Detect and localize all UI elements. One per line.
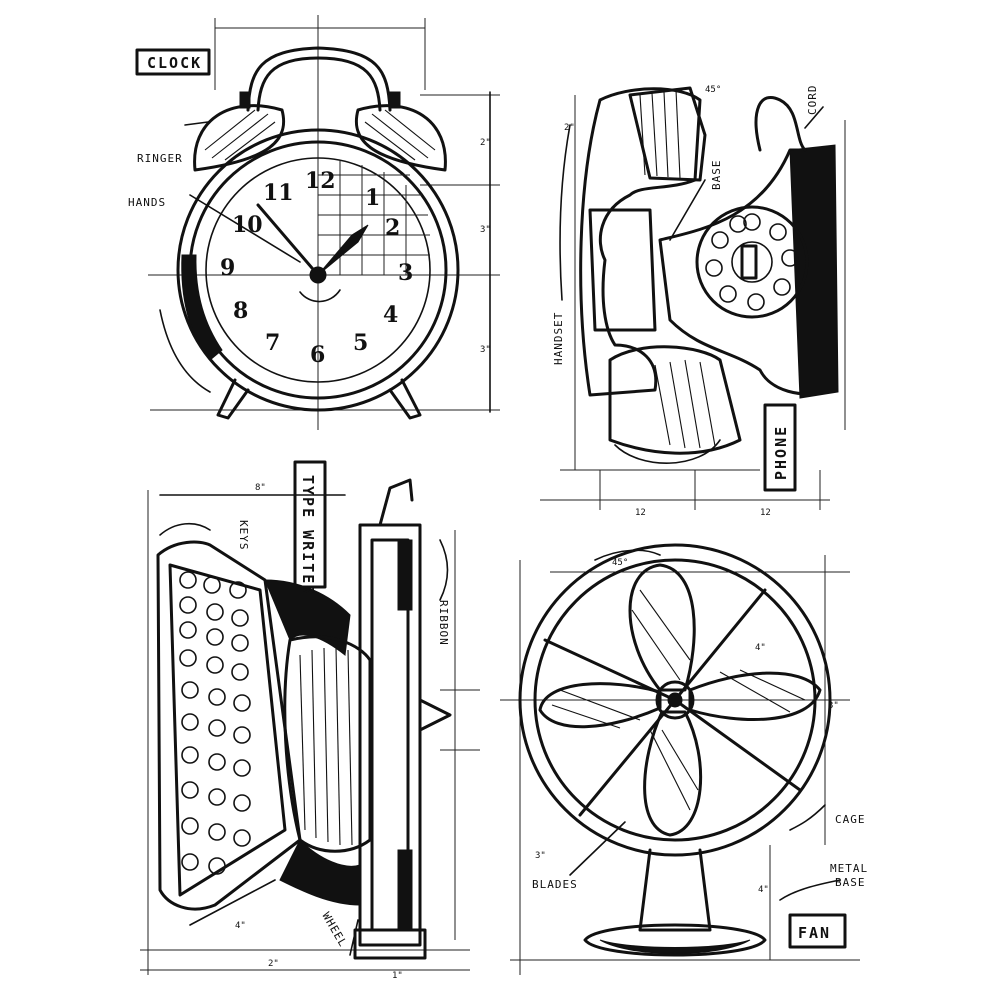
fan-dimension-3: 3" [535, 851, 546, 861]
typewriter-label-ribbon: RIBBON [437, 600, 450, 646]
fan-title-box [788, 913, 847, 949]
clock-label-hands: HANDS [128, 196, 166, 209]
fan-label-blades: BLADES [532, 878, 578, 891]
typewriter-dimension-3: 2" [268, 959, 279, 969]
typewriter-dimension-1: 8" [255, 483, 266, 493]
clock-title-box [135, 48, 211, 76]
phone-dimension-2: 12 [635, 508, 646, 518]
typewriter-dimension-4: 1" [392, 971, 403, 981]
clock-numeral-10: 10 [232, 212, 263, 238]
phone-label-handset: HANDSET [552, 312, 565, 365]
clock-label-ringer: RINGER [137, 152, 183, 165]
clock-numeral-7: 7 [265, 330, 280, 356]
fan-angle: 45° [612, 558, 628, 568]
phone-angle: 45° [705, 85, 721, 95]
typewriter-title: TYPE WRITER [299, 475, 317, 596]
clock-dimension-2: 3" [480, 225, 491, 235]
phone-title-box [763, 403, 797, 492]
clock-title: CLOCK [147, 54, 202, 72]
clock-numeral-9: 9 [220, 255, 235, 281]
fan-title: FAN [798, 924, 831, 942]
clock-sketch: 12 1 2 3 4 5 6 7 8 9 10 11 CLOCK RINGER … [128, 15, 500, 430]
clock-numeral-11: 11 [263, 180, 294, 206]
typewriter-label-wheel: WHEEL [319, 910, 349, 950]
fan-label-metal: METAL [830, 862, 868, 875]
fan-label-base: BASE [835, 876, 866, 889]
fan-sketch: FAN CAGE METAL BASE BLADES 45° 4" 4" 3" … [500, 543, 868, 975]
typewriter-sketch: TYPE WRITER KEYS RIBBON WHEEL 8" 4" 2" 1… [140, 460, 480, 981]
fan-dimension-2: 4" [758, 885, 769, 895]
typewriter-dimension-2: 4" [235, 921, 246, 931]
fan-label-cage: CAGE [835, 813, 866, 826]
phone-title: PHONE [772, 425, 790, 480]
phone-dimension-3: 12 [760, 508, 771, 518]
clock-numeral-5: 5 [353, 330, 368, 356]
clock-numeral-3: 3 [398, 260, 413, 286]
typewriter-title-box [293, 460, 327, 589]
clock-dimension-1: 2" [480, 138, 491, 148]
clock-numeral-8: 8 [233, 298, 248, 324]
phone-sketch: PHONE BASE CORD HANDSET 45° 2" 12 12 [540, 85, 846, 518]
clock-numeral-4: 4 [383, 302, 398, 328]
clock-numeral-2: 2 [385, 215, 400, 241]
phone-label-cord: CORD [806, 85, 819, 116]
phone-label-base: BASE [710, 160, 723, 191]
clock-dimension-3: 3" [480, 345, 491, 355]
clock-numeral-12: 12 [305, 168, 336, 194]
fan-dimension-1: 4" [755, 643, 766, 653]
clock-numeral-6: 6 [310, 342, 325, 368]
phone-dimension-1: 2" [564, 123, 575, 133]
typewriter-label-keys: KEYS [237, 520, 250, 551]
clock-numeral-1: 1 [365, 185, 380, 211]
fan-dimension-4: 3" [828, 701, 839, 711]
